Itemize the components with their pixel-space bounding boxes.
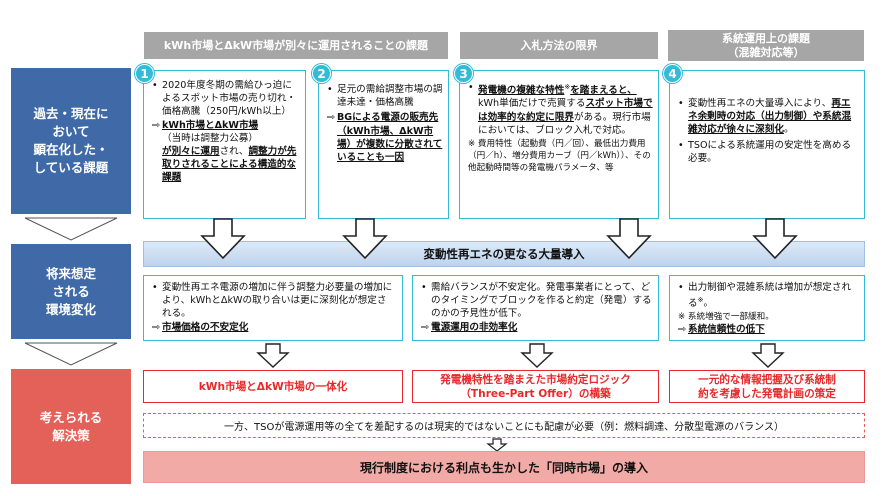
header-bidding: 入札方法の限界 [460,32,658,59]
renewables-band: 変動性再エネの更なる大量導入 [143,241,865,267]
future-3-mark: ※ [697,296,704,305]
future-2-text: 需給バランスが不安定化。発電事業者にとって、どのタイミングでブロックを作ると約定… [431,282,652,320]
future-1-result: 市場価格の不安定化 [162,321,249,333]
future-3-c: 。 [703,298,714,310]
issue-box-1: •2020年度冬期の需給ひっ迫によるスポット市場の売り切れ・価格高騰（250円/… [143,70,306,219]
issue-3-note: ※ 費用特性（起動費（円／回）、最低出力費用（円／h）、増分費用カーブ（円／kW… [468,139,651,173]
consideration-note: 一方、TSOが電源運用等の全てを差配するのは現実的ではないことにも配慮が必要（例… [143,413,865,438]
solution-box-1: kWh市場とΔkW市場の一体化 [143,370,403,403]
issue-4-text-2: TSOによる系統運用の安定性を高める必要。 [688,139,852,164]
future-3-a: 出力制御や混雑系統は増加が想定される [688,282,852,310]
future-box-3: •出力制御や混雑系統は増加が想定される※。 ※ 系統増強で一部緩和。 ⇨系統信頼… [669,275,865,341]
header-kwh-dkw: kWh市場とΔkW市場が別々に運用されることの課題 [144,32,448,59]
issue-4-a: 変動性再エネの大量導入により、 [688,98,832,109]
issue-3-c: を踏まえると、 [570,85,637,97]
issue-4-c: 。 [783,124,794,136]
issue-number-4: 4 [663,64,682,83]
down-arrow-6 [520,343,554,368]
future-1-text: 変動性再エネ電源の増加に伴う調整力必要量の増加により、kWhとΔkWの取り合いは… [162,282,393,320]
row-label-past: 過去・現在に おいて 顕在化した・ している課題 [11,68,131,214]
issue-1-a2: （当時は調整力公募） [162,132,258,144]
issue-1-a4: され、 [219,146,249,158]
issue-3-a: 発電機の複雑な特性 [478,85,565,97]
down-arrow-7 [751,343,785,368]
row-label-future: 将来想定 される 環境変化 [11,244,131,339]
issue-number-3: 3 [454,64,473,83]
issue-1-a1: kWh市場とΔkW市場 [162,119,259,131]
arrow-glyph: ⇨ [421,321,430,333]
down-arrow-3 [606,218,652,260]
row-chevron-2 [24,342,118,366]
issue-box-2: •足元の需給調整市場の調達未達・価格高騰 ⇨BGによる電源の販売先（kWh市場、… [318,70,449,219]
down-arrow-4 [752,218,798,260]
issue-number-2: 2 [312,64,331,83]
arrow-glyph: ⇨ [152,321,161,333]
arrow-glyph: ⇨ [327,112,336,124]
issue-3-d: kWh単価だけで売買する [478,98,586,110]
issue-number-1: 1 [135,64,154,83]
issue-3-e: スポット市場では効率的な約定に限界 [478,98,653,123]
issue-1-a5: 調整力が先取りされることによる構造的な課題 [162,146,297,184]
issue-box-4: •変動性再エネの大量導入により、再エネ余剰時の対応（出力制御）や系統混雑対応が徐… [669,70,865,219]
issue-1-a3: が別々に運用 [162,146,220,158]
row-label-solution: 考えられる 解決策 [11,369,131,484]
future-box-1: •変動性再エネ電源の増加に伴う調整力必要量の増加により、kWhとΔkWの取り合い… [143,275,403,341]
down-arrow-final [486,438,508,452]
solution-box-2: 発電機特性を踏まえた市場約定ロジック （Three-Part Offer）の構築 [412,370,659,403]
future-3-note: ※ 系統増強で一部緩和。 [678,311,774,322]
issue-3-mark: ※ [564,83,571,91]
header-grid: 系統運用上の課題 （混雑対応等） [668,30,864,61]
issue-3-f: がある。現行市場においては、ブロック入札で対応。 [478,111,651,136]
down-arrow-2 [342,218,388,260]
issue-2-text: 足元の需給調整市場の調達未達・価格高騰 [337,84,443,109]
row-chevron-1 [24,217,118,241]
down-arrow-5 [256,343,290,368]
future-2-result: 電源運用の非効率化 [431,321,518,333]
issue-1-text: 2020年度冬期の需給ひっ迫によるスポット市場の売り切れ・価格高騰（250円/k… [162,80,297,118]
future-box-2: •需給バランスが不安定化。発電事業者にとって、どのタイミングでブロックを作ると約… [412,275,659,341]
future-3-result: 系統信頼性の低下 [688,323,765,335]
final-solution: 現行制度における利点も生かした「同時市場」の導入 [143,451,865,483]
issue-2-result: BGによる電源の販売先（kWh市場、ΔkW市場）が複数に分散されていることも一因 [337,112,443,164]
down-arrow-1 [200,218,246,260]
solution-box-3: 一元的な情報把握及び系統制 約を考慮した発電計画の策定 [669,370,865,403]
arrow-glyph: ⇨ [678,323,687,335]
arrow-glyph: ⇨ [152,119,161,131]
issue-4-b: 再エネ余剰時の対応（出力制御）や系統混雑対応が徐々に深刻化 [688,98,852,136]
issue-box-3: •発電機の複雑な特性※を踏まえると、kWh単価だけで売買するスポット市場では効率… [459,70,659,219]
